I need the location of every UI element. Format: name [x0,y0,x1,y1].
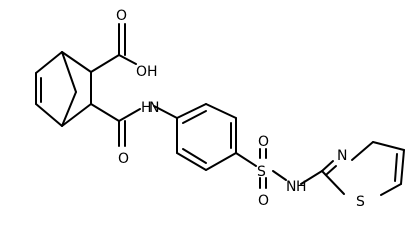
bond [300,170,323,185]
bond [61,103,92,127]
sulfur-label: S [257,164,266,180]
bond [35,103,63,127]
amide-nitrogen-label: N [149,100,159,116]
bond [182,110,207,124]
bond [90,103,120,122]
bond [176,152,207,171]
bond [394,153,398,182]
bond [118,108,141,122]
bond [35,51,63,74]
bond [90,54,120,73]
sulfonamide-nitrogen-label: N [286,179,296,195]
bond [205,103,237,119]
sulfonamide-hydrogen-label: H [296,179,307,195]
sulfonyl-oxygen-top-label: O [258,134,269,150]
bond [372,141,405,151]
bond [61,91,77,127]
amide-hydrogen-label: H [141,100,152,116]
bond [205,152,237,171]
hydroxyl-label: OH [136,64,158,80]
bond [153,105,178,119]
bond-lines [35,23,405,196]
bond [321,160,334,172]
thiazole-sulfur-label: S [356,194,365,210]
bond [235,152,257,167]
bond [351,141,374,161]
bond [176,103,207,119]
sulfonyl-oxygen-bottom-label: O [258,193,269,209]
chemical-structure: O OH H N O O S O N H N S [0,0,418,232]
bond [272,170,287,181]
bond [400,149,405,185]
thiazole-nitrogen-label: N [337,148,347,164]
carboxyl-oxygen-label: O [116,8,127,24]
bond [61,51,77,93]
bond [326,165,337,175]
bond [321,170,345,195]
canvas-background [0,0,418,232]
amide-oxygen-label: O [118,151,129,167]
bond [61,51,92,73]
bond [182,148,207,164]
bond [380,183,402,196]
atom-labels: O OH H N O O S O N H N S [116,8,365,210]
bond [118,54,137,65]
